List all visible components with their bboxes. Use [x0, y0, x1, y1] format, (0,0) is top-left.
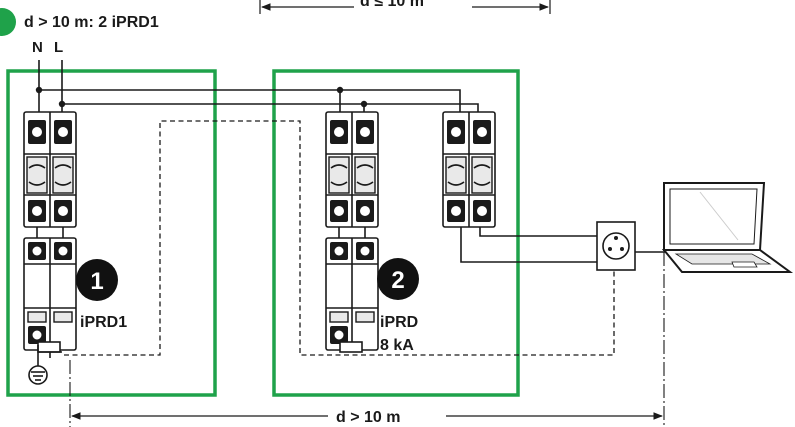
- header-green-dot: [0, 8, 16, 36]
- earth-ground-icon: [28, 345, 62, 385]
- badge-2-number: 2: [391, 267, 404, 294]
- iprd-rating-label: 8 kA: [380, 337, 414, 354]
- circuit-breaker-icon: [23, 111, 77, 228]
- top-dimension-label: d ≤ 10 m: [360, 0, 424, 10]
- bottom-dimension-label: d > 10 m: [336, 409, 400, 426]
- badge-1-number: 1: [90, 268, 103, 295]
- surge-protector-icon: [325, 237, 379, 353]
- badge-1: [76, 259, 118, 301]
- surge-protector-icon: [23, 237, 77, 353]
- diagram-title: d > 10 m: 2 iPRD1: [24, 14, 159, 31]
- sub-panel-frame: [272, 69, 520, 397]
- socket-feed-wires: [460, 227, 597, 263]
- badge-2: [377, 258, 419, 300]
- top-dimension-arrow: [259, 0, 551, 14]
- circuit-breaker-icon: [325, 111, 379, 228]
- main-panel-frame: [6, 69, 217, 397]
- iprd-label: iPRD: [380, 314, 418, 331]
- circuit-breaker-icon: [442, 111, 496, 228]
- laptop-icon: [661, 182, 794, 273]
- supply-wires: [35, 60, 479, 118]
- line-label: L: [54, 39, 63, 56]
- earth-conductor-dashed: [64, 120, 615, 356]
- socket-outlet-icon: [596, 221, 636, 271]
- bottom-dimension-arrow: [69, 252, 665, 427]
- iprd1-label: iPRD1: [80, 314, 127, 331]
- neutral-label: N: [32, 39, 43, 56]
